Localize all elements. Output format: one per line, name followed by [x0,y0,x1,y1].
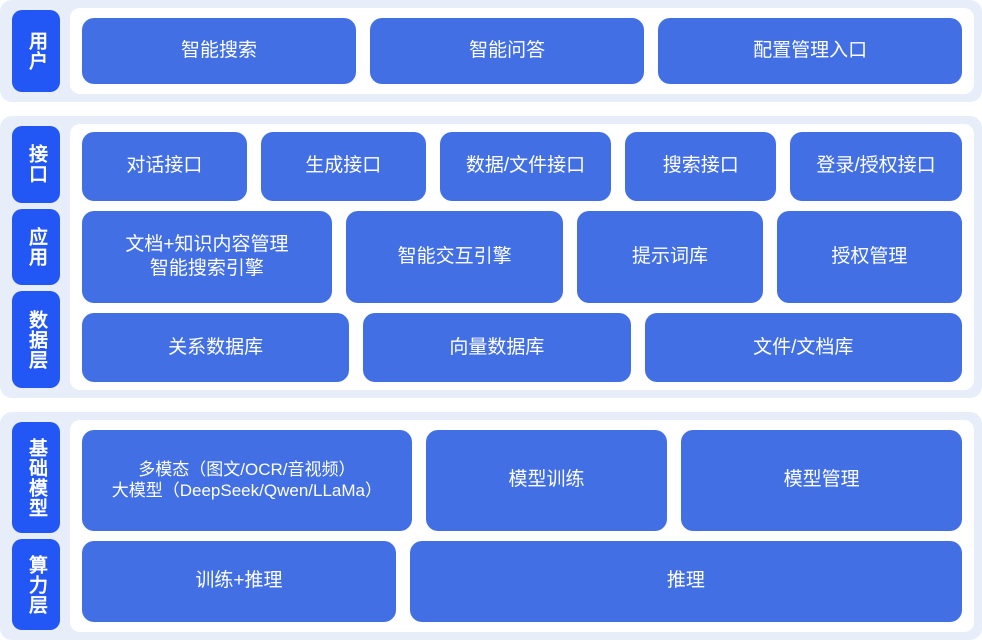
card-intelligent-search[interactable]: 智能搜索 [82,18,357,84]
card-relational-database[interactable]: 关系数据库 [82,313,350,382]
card-row-data: 关系数据库 向量数据库 文件/文档库 [82,313,962,382]
label-column-middle: 接口 应用 数据层 [12,124,60,390]
card-row-foundation-model: 多模态（图文/OCR/音视频） 大模型（DeepSeek/Qwen/LLaMa）… [82,430,962,531]
section-user: 用户 智能搜索 智能问答 配置管理入口 [0,0,982,102]
layer-label-application: 应用 [12,208,60,286]
card-multimodal-large-model[interactable]: 多模态（图文/OCR/音视频） 大模型（DeepSeek/Qwen/LLaMa） [82,430,412,531]
card-authorization-management[interactable]: 授权管理 [776,210,962,304]
card-row-application: 文档+知识内容管理 智能搜索引擎 智能交互引擎 提示词库 授权管理 [82,210,962,304]
label-column-base: 基础模型 算力层 [12,420,60,632]
section-base: 基础模型 算力层 多模态（图文/OCR/音视频） 大模型（DeepSeek/Qw… [0,412,982,640]
label-column-user: 用户 [12,8,60,94]
card-config-management-entry[interactable]: 配置管理入口 [658,18,963,84]
panel-user: 智能搜索 智能问答 配置管理入口 [70,8,974,94]
card-generation-interface[interactable]: 生成接口 [260,132,426,201]
layer-label-user: 用户 [12,10,60,92]
card-row-compute: 训练+推理 推理 [82,540,962,622]
card-search-interface[interactable]: 搜索接口 [625,132,777,201]
card-intelligent-interaction-engine[interactable]: 智能交互引擎 [345,210,564,304]
section-middle: 接口 应用 数据层 对话接口 生成接口 数据/文件接口 搜索接口 登录/授权接口… [0,116,982,398]
card-intelligent-qa[interactable]: 智能问答 [370,18,645,84]
card-prompt-library[interactable]: 提示词库 [577,210,763,304]
card-dialog-interface[interactable]: 对话接口 [82,132,247,201]
card-row-interface: 对话接口 生成接口 数据/文件接口 搜索接口 登录/授权接口 [82,132,962,201]
card-inference[interactable]: 推理 [409,540,962,622]
card-vector-database[interactable]: 向量数据库 [363,313,631,382]
card-data-file-interface[interactable]: 数据/文件接口 [439,132,612,201]
layer-label-compute: 算力层 [12,539,60,630]
card-training-and-inference[interactable]: 训练+推理 [82,540,396,622]
card-document-knowledge-management[interactable]: 文档+知识内容管理 智能搜索引擎 [82,210,332,304]
panel-base: 多模态（图文/OCR/音视频） 大模型（DeepSeek/Qwen/LLaMa）… [70,420,974,632]
layer-label-interface: 接口 [12,126,60,203]
layer-label-data: 数据层 [12,291,60,389]
panel-middle: 对话接口 生成接口 数据/文件接口 搜索接口 登录/授权接口 文档+知识内容管理… [70,124,974,390]
card-login-auth-interface[interactable]: 登录/授权接口 [790,132,962,201]
card-model-management[interactable]: 模型管理 [681,430,962,531]
layer-label-foundation-model: 基础模型 [12,422,60,533]
card-file-document-store[interactable]: 文件/文档库 [644,313,962,382]
card-model-training[interactable]: 模型训练 [425,430,668,531]
card-row-user: 智能搜索 智能问答 配置管理入口 [82,18,963,84]
